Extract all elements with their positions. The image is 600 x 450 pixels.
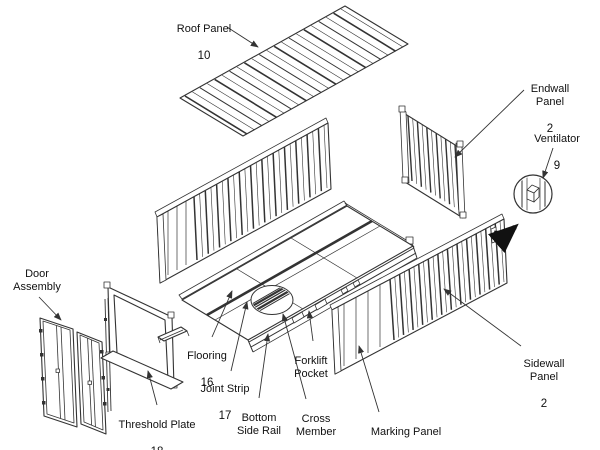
endwall-panel-drawing — [398, 105, 467, 219]
leader-cross-member — [281, 313, 307, 400]
leader-lines — [38, 26, 554, 413]
magnifier-arrow — [488, 223, 519, 253]
label-door-assembly: Door Assembly — [13, 267, 61, 293]
door-frame-drawing — [100, 281, 184, 390]
leader-endwall-panel — [454, 89, 525, 158]
ventilator-detail-drawing — [488, 174, 553, 253]
leader-forklift-pocket — [306, 310, 314, 342]
label-bottom-side-rail: Bottom Side Rail — [236, 411, 282, 437]
leader-threshold-plate — [146, 370, 158, 406]
floor-assembly-drawing — [178, 200, 418, 353]
leader-ventilator — [542, 147, 554, 179]
joint-strip-drawing — [206, 219, 373, 317]
leader-joint-strip — [230, 301, 249, 372]
door-assembly-drawing — [39, 297, 112, 435]
leader-marking-panel — [358, 345, 380, 413]
roof-panel-drawing — [179, 5, 409, 137]
leader-flooring — [211, 290, 233, 338]
label-forklift-pocket: Forklift Pocket — [294, 354, 328, 380]
leader-bottom-side-rail — [258, 333, 271, 399]
cross-member-drawing — [157, 326, 190, 344]
label-roof-panel: Roof Panel 10 — [176, 22, 232, 62]
label-joint-strip: Joint Strip 17 — [200, 382, 250, 422]
forklift-pocket-drawing — [291, 311, 305, 324]
joint-strip-magnifier — [250, 285, 294, 315]
label-sidewall-panel: Sidewall Panel 2 — [523, 357, 565, 410]
leader-roof-panel — [226, 26, 259, 48]
leader-sidewall-panel — [443, 288, 522, 347]
forklift-pocket-drawing — [314, 298, 328, 311]
label-marking-panel: Marking Panel 5 — [370, 425, 442, 438]
label-cross-member: Cross Member — [295, 412, 337, 438]
marking-panel-drawing — [343, 285, 381, 366]
label-ventilator: Ventilator 9 — [534, 132, 580, 172]
leader-door-assembly — [38, 296, 62, 321]
label-threshold-plate: Threshold Plate 18 — [118, 418, 196, 450]
rear-sidewall-panel-drawing — [154, 117, 332, 284]
label-flooring: Flooring 16 — [187, 349, 227, 389]
label-endwall-panel: Endwall Panel 2 — [530, 82, 570, 135]
